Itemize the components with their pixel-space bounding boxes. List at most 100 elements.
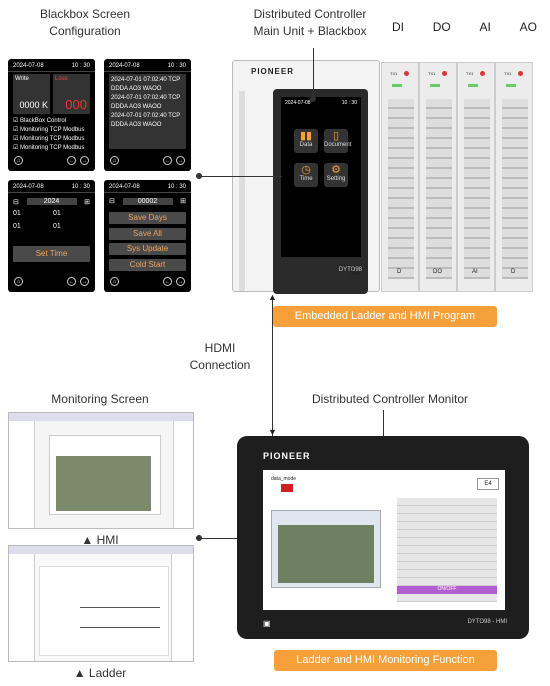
controller-title: Distributed Controller Main Unit + Black… [235,6,385,40]
sys-update-button[interactable]: Sys Update [109,243,186,255]
ao-module: TX1 D [495,62,533,292]
screen-time: 10 : 30 [71,63,90,69]
date-stepper[interactable]: 01 [13,210,21,217]
write-box: Write 0000 K [13,74,50,114]
arrow-left-icon[interactable]: ← [163,277,172,286]
write-label: Write [15,76,29,82]
write-value: 0000 K [19,100,48,110]
date-stepper[interactable]: 01 [53,210,61,217]
document-tile[interactable]: ▯Document [324,129,351,153]
scene-image [56,456,151,511]
controller-title-line1: Distributed Controller [253,7,367,21]
checkbox-list: ☑ BlackBox Control ☑ Monitoring TCP Modb… [13,117,85,153]
checkbox-label: BlackBox Control [20,118,67,124]
home-icon[interactable]: ⌂ [14,277,23,286]
hdmi-label-line1: HDMI [204,341,236,355]
loss-label: Loss [55,76,68,82]
arrow-left-icon[interactable]: ← [67,277,76,286]
screen-date: 2024-07-08 [13,184,44,190]
device-model: DYTO98 [338,267,362,273]
checkbox-item[interactable]: ☑ BlackBox Control [13,118,67,124]
clock-icon: ◷ [301,164,311,176]
home-icon[interactable]: ⌂ [14,156,23,165]
set-time-button[interactable]: Set Time [13,246,90,262]
cold-start-button[interactable]: Cold Start [109,259,186,271]
checkbox-item[interactable]: ☑ Monitoring TCP Modbus [13,136,85,142]
log-entry: 2024-07-01 07:02:40 TCP [111,77,181,83]
arrow-down-icon: ▼ [268,427,277,437]
data-tile[interactable]: ▮▮Data [294,129,318,153]
arrow-right-icon[interactable]: → [176,277,185,286]
ma-label: MA [351,271,361,277]
home-icon[interactable]: ⌂ [110,156,119,165]
module-label-ao: AO [519,20,537,34]
hdmi-label-line2: Connection [189,358,251,372]
monitor-model: DYTO98 - HMI [467,619,507,625]
setting-tile[interactable]: ⚙Setting [324,163,348,187]
indicator-label: TX1 [504,71,512,76]
arrow-right-icon[interactable]: → [80,156,89,165]
hmi-screenshot [8,412,194,529]
tile-label: Time [299,176,313,182]
toolbar [9,413,193,421]
hour-value: 01 [13,223,21,230]
arrow-right-icon[interactable]: → [176,156,185,165]
year-row: ⊟2024⊞ [13,196,90,207]
checkbox-item[interactable]: ☑ Monitoring TCP Modbus [13,145,85,151]
decrement-button[interactable]: ⊟ [109,198,115,205]
scene-image [278,525,374,583]
arrow-left-icon[interactable]: ← [163,156,172,165]
arrow-right-icon[interactable]: → [80,277,89,286]
monitor-title: Distributed Controller Monitor [311,392,469,406]
time-stepper[interactable]: 01 [13,223,21,230]
monitoring-title: Monitoring Screen [51,392,149,406]
checkbox-label: Monitoring TCP Modbus [20,136,85,142]
hmi-view [271,510,381,588]
increment-button[interactable]: ⊞ [84,198,90,206]
tile-label: Setting [326,176,346,182]
time-tile[interactable]: ◷Time [294,163,318,187]
mode-button[interactable] [281,484,293,492]
pioneer-logo-icon: ▣ [263,619,271,628]
controller-title-line2: Main Unit + Blackbox [253,24,367,38]
save-all-button[interactable]: Save All [109,228,186,240]
connector-dot [196,173,202,179]
log-entry: 2024-07-01 07:02:40 TCP [111,95,181,101]
toolbar [9,546,193,554]
ladder-caption: ▲ Ladder [73,666,127,680]
arrow-left-icon[interactable]: ← [67,156,76,165]
divider [8,71,95,72]
hmi-canvas [49,435,161,515]
month-value: 01 [13,210,21,217]
brand-logo: PIONEER [251,67,295,76]
log-entry: DDDA AO3 WAOO [111,86,162,92]
table-footer: ON/OFF [397,586,497,594]
indicator-label: TX1 [466,71,474,76]
side-rail [239,91,245,291]
increment-button[interactable]: ⊞ [180,198,186,205]
connector-dot [310,96,316,102]
screen-date: 2024-07-08 [109,184,140,190]
module-labels: DI DO AI AO [392,20,537,34]
divider [8,192,95,193]
log-entry: DDDA AO3 WAOO [111,104,162,110]
device-time: 10 : 30 [341,100,357,106]
home-icon[interactable]: ⌂ [110,277,119,286]
blackbox-title-line2: Configuration [49,24,121,38]
device-date: 2024-07-08 [285,100,311,106]
module-tag: DO [433,269,442,275]
instruction-panel [171,554,193,661]
ai-module: TX1 AI [457,62,495,292]
monitor-screen: data_mode E4 ON/OFF [263,470,505,610]
save-days-button[interactable]: Save Days [109,212,186,224]
decrement-button[interactable]: ⊟ [13,198,19,206]
io-table: ON/OFF [397,498,497,602]
checkbox-item[interactable]: ☑ Monitoring TCP Modbus [13,127,85,133]
ladder-canvas [39,566,169,656]
screen-time: 10 : 30 [167,184,186,190]
module-label-ai: AI [479,20,491,34]
time-stepper[interactable]: 01 [53,223,61,230]
